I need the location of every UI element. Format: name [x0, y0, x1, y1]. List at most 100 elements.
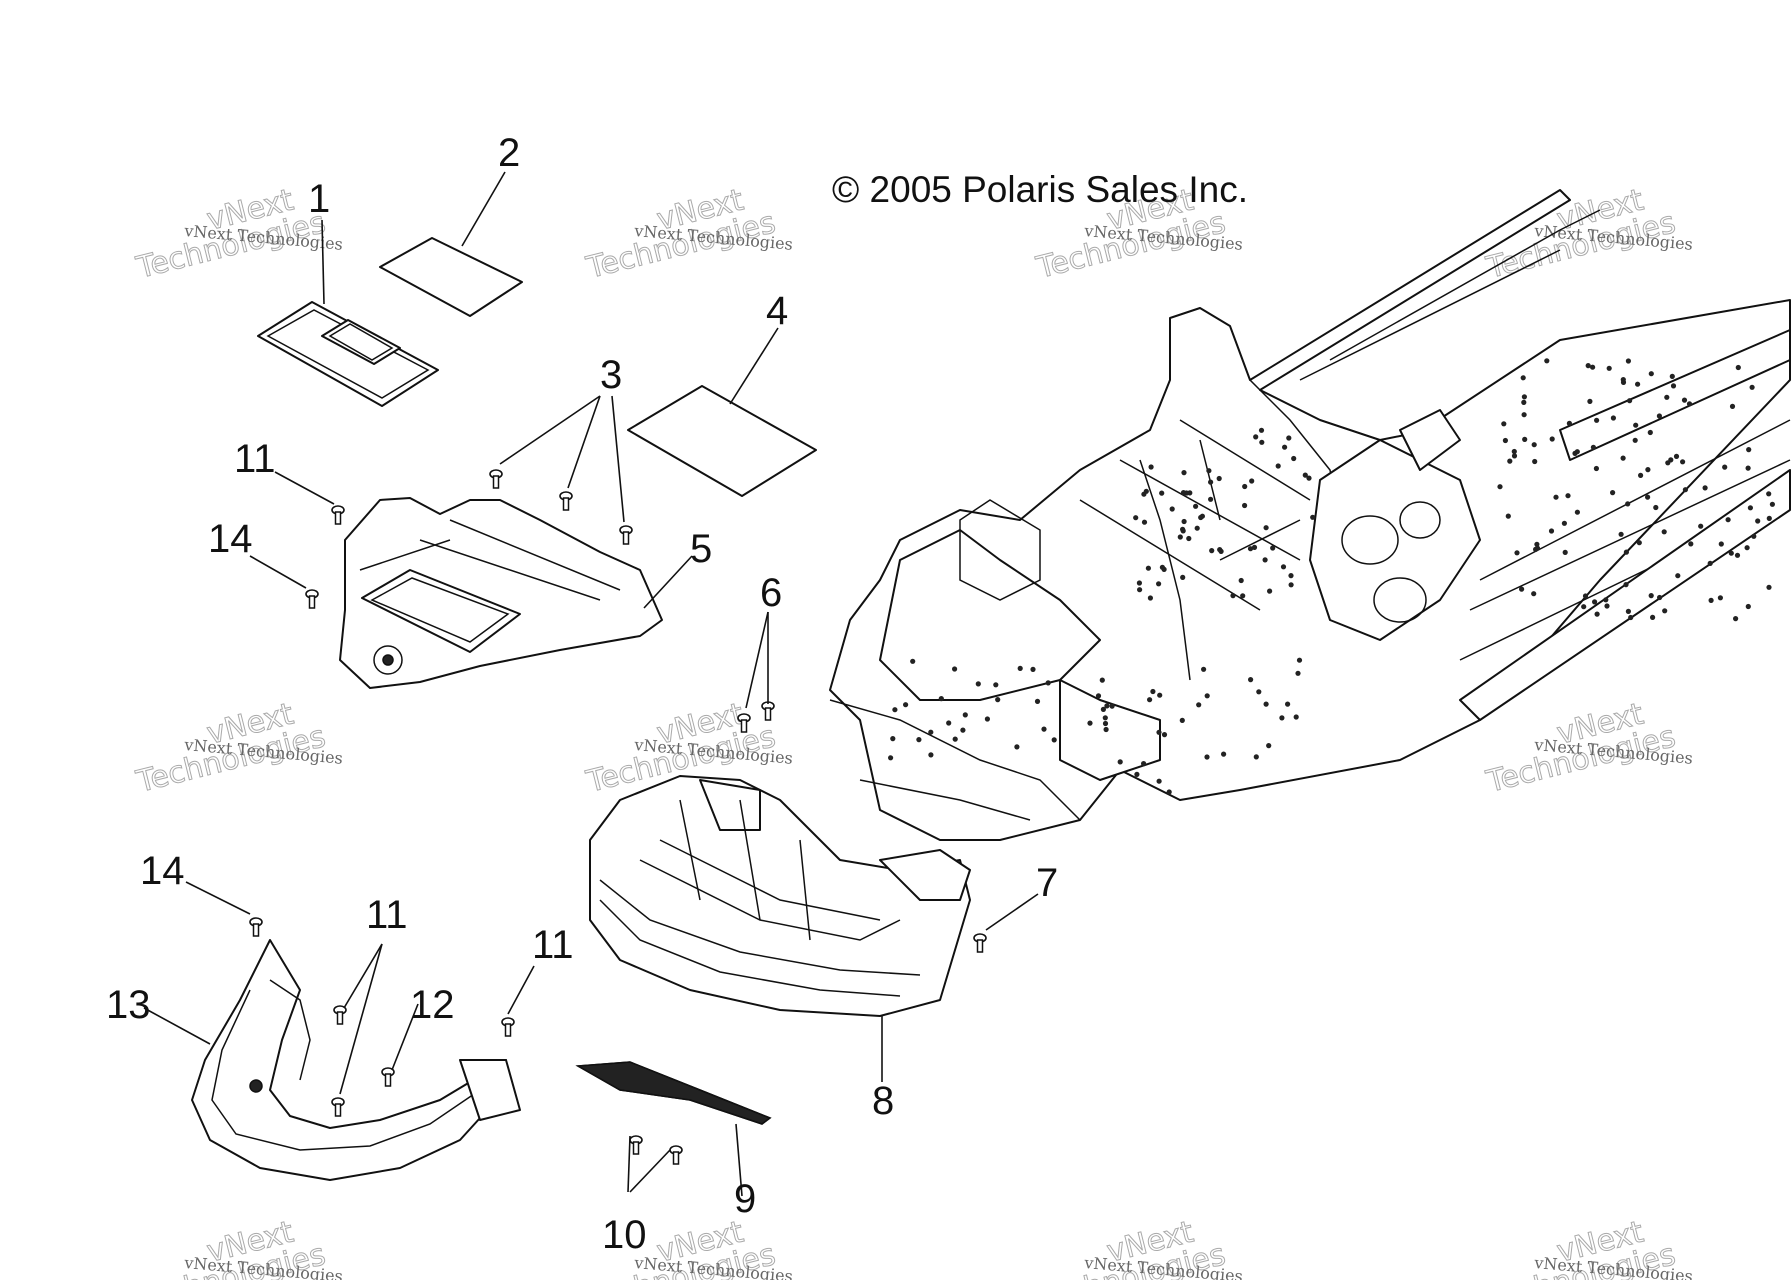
- callout-labels: 1 2 3 4 5 6 7 8 9 10 11 11 11 12 13 14 1…: [106, 131, 1058, 1257]
- frame-hole: [1199, 513, 1205, 519]
- frame-hole: [1734, 552, 1741, 558]
- frame-hole: [1249, 478, 1255, 484]
- frame-hole: [1266, 743, 1272, 749]
- frame-hole: [1275, 463, 1281, 469]
- frame-hole: [1544, 358, 1550, 364]
- callout-9: 9: [734, 1177, 756, 1221]
- frame-hole: [1681, 397, 1688, 403]
- callout-11-bumper: 11: [366, 893, 408, 937]
- frame-hole: [1668, 457, 1674, 463]
- frame-hole: [1045, 680, 1051, 686]
- frame-hole: [946, 720, 952, 726]
- frame-hole: [1181, 518, 1187, 525]
- frame-hole: [1310, 514, 1316, 520]
- part-5-belly-panel: [339, 497, 663, 689]
- fastener-pin-icon: [249, 917, 263, 937]
- frame-hole: [1521, 399, 1527, 405]
- callout-6: 6: [760, 571, 782, 615]
- frame-hole: [1095, 693, 1102, 699]
- frame-hole: [1282, 444, 1288, 450]
- frame-hole: [1497, 484, 1503, 490]
- frame-hole: [1169, 506, 1175, 512]
- frame-hole: [1502, 437, 1508, 444]
- frame-hole: [1590, 364, 1596, 370]
- callout-4: 4: [766, 289, 788, 333]
- frame-hole: [1150, 688, 1156, 695]
- callout-14-top: 14: [208, 517, 253, 561]
- frame-hole: [1610, 415, 1616, 421]
- frame-hole: [1247, 546, 1254, 552]
- frame-hole: [1582, 593, 1589, 599]
- frame-hole: [1253, 434, 1259, 440]
- frame-hole: [1014, 744, 1020, 750]
- frame-hole: [1632, 437, 1638, 443]
- frame-hole: [1746, 447, 1752, 453]
- frame-holes: [888, 358, 1775, 795]
- frame-hole: [1531, 442, 1537, 448]
- part-2-decal: [379, 237, 523, 317]
- frame-hole: [1306, 475, 1312, 481]
- frame-hole: [1625, 358, 1631, 364]
- frame-hole: [1159, 490, 1165, 496]
- frame-hole: [1675, 573, 1681, 579]
- frame-hole: [1293, 714, 1299, 720]
- frame-hole: [1521, 412, 1527, 418]
- frame-hole: [1769, 501, 1775, 507]
- frame-hole: [1638, 472, 1644, 478]
- frame-hole: [1259, 439, 1265, 445]
- frame-hole: [952, 666, 958, 672]
- frame-hole: [1258, 427, 1265, 433]
- frame-hole: [1217, 547, 1223, 553]
- frame-hole: [1531, 591, 1537, 597]
- frame-hole: [1288, 582, 1294, 588]
- frame-hole: [1286, 435, 1292, 441]
- frame-hole: [1603, 597, 1609, 603]
- frame-hole: [1177, 534, 1183, 540]
- callout-11-right: 11: [532, 923, 574, 967]
- frame-hole: [938, 696, 944, 702]
- frame-hole: [1647, 429, 1653, 436]
- frame-hole: [1041, 726, 1047, 732]
- fastener-pin-icon: [669, 1145, 683, 1165]
- frame-hole: [1285, 701, 1291, 707]
- leader-lines: [143, 171, 1039, 1197]
- callout-10: 10: [602, 1213, 647, 1257]
- frame-hole: [1766, 584, 1772, 590]
- frame-hole: [1256, 689, 1262, 695]
- frame-hole: [1594, 611, 1600, 617]
- frame-hole: [1664, 394, 1670, 400]
- frame-hole: [1186, 535, 1192, 542]
- frame-hole: [1166, 789, 1172, 795]
- frame-hole: [1702, 485, 1708, 491]
- frame-hole: [1561, 520, 1567, 526]
- frame-hole: [1519, 586, 1525, 592]
- callout-8: 8: [872, 1079, 894, 1123]
- frame-hole: [993, 682, 999, 688]
- frame-hole: [995, 697, 1001, 703]
- frame-hole: [1625, 608, 1631, 615]
- frame-hole: [1143, 488, 1149, 494]
- frame-hole: [1133, 515, 1139, 521]
- fastener-pin-icon: [381, 1067, 395, 1087]
- frame-hole: [1302, 472, 1308, 478]
- frame-hole: [1521, 394, 1527, 400]
- frame-hole: [1620, 455, 1626, 461]
- callout-12: 12: [410, 983, 455, 1027]
- frame-hole: [1574, 449, 1580, 455]
- frame-hole: [1156, 778, 1162, 784]
- frame-hole: [1566, 420, 1572, 426]
- frame-hole: [1208, 496, 1214, 502]
- frame-hole: [1296, 657, 1303, 663]
- part-9-skid-plate: [575, 1061, 772, 1125]
- frame-hole: [1728, 550, 1734, 556]
- frame-hole: [1708, 597, 1714, 604]
- frame-hole: [1733, 616, 1739, 622]
- part-4-decal: [627, 385, 817, 497]
- frame-hole: [1100, 706, 1106, 713]
- frame-hole: [1156, 729, 1162, 735]
- frame-hole: [1134, 771, 1140, 778]
- frame-hole: [1238, 577, 1244, 584]
- frame-hole: [916, 737, 922, 743]
- fastener-pin-icon: [619, 525, 633, 545]
- frame-hole: [1625, 501, 1631, 507]
